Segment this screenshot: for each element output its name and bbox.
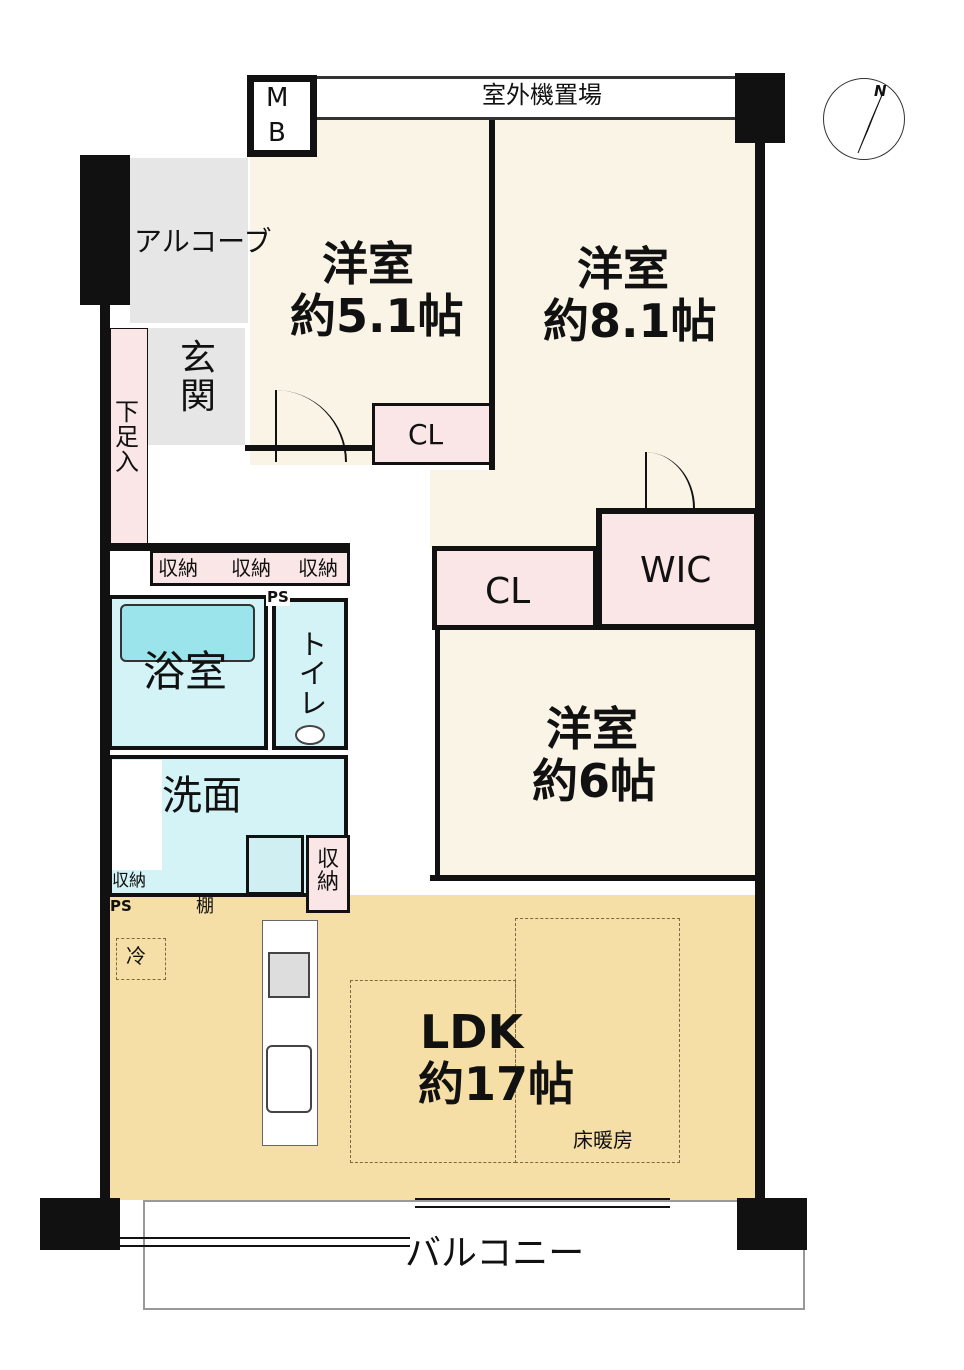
bath-label: 浴室 [143,647,228,696]
wall [100,543,350,551]
entrance [148,328,245,445]
floor-heating-area [515,918,680,1163]
closet-2 [432,546,598,630]
stove-icon [268,952,310,998]
room-2-size: 約8.1帖 [543,294,717,348]
storage-row [150,550,350,586]
wash-storage-label: 収納 [112,871,146,891]
ldk-size: 約17帖 [418,1057,575,1111]
toilet-icon [295,725,325,745]
room-1-label: 洋室 [322,237,414,291]
mb-m: M [266,83,289,113]
shelf-label: 棚 [196,896,214,917]
vanity [112,760,162,870]
outdoor-unit-area [317,76,742,120]
mb-b: B [268,118,286,148]
wall [40,1198,120,1250]
fridge-label: 冷 [126,944,146,968]
compass [823,78,905,160]
outdoor-unit-label: 室外機置場 [482,81,602,109]
wall [245,445,375,451]
entrance-label: 玄関 [179,338,216,417]
floor-heating-area [350,980,516,1163]
room-3-label: 洋室 [546,702,638,756]
storage-label: 収納 [231,556,271,580]
toilet-room [272,598,348,750]
window [120,1237,410,1247]
washer-space [246,835,304,895]
toilet-label: トイレ [298,628,327,720]
room-1-size: 約5.1帖 [290,289,464,343]
western-room-2 [495,120,757,510]
wall [737,1198,807,1250]
storage-label: 収納 [298,556,338,580]
storage-label: 収納 [158,556,198,580]
wic-label: WIC [640,550,712,591]
wall [80,155,130,305]
window [415,1198,670,1208]
hall-storage-label: 収納 [316,847,339,896]
compass-arrow-icon [857,94,883,154]
washroom-label: 洗面 [162,773,242,819]
alcove-label: アルコーブ [134,225,272,258]
alcove [130,158,248,323]
compass-north: N [874,82,887,100]
floor-heating-label: 床暖房 [573,1128,633,1152]
ps-label: PS [110,897,132,915]
balcony-label: バルコニー [405,1233,585,1274]
fridge-space [116,938,166,980]
wall [755,120,765,1200]
wall [430,875,760,881]
closet-2-label: CL [485,571,531,612]
ldk-room [110,895,760,1200]
western-room-2-ext [430,470,600,548]
wall [735,73,785,143]
wall [100,300,110,1200]
closet-1-label: CL [408,418,444,451]
ldk-label: LDK [420,1005,524,1059]
sink-icon [266,1045,312,1113]
bathtub [120,604,255,662]
western-room-3 [435,630,757,878]
room-2-label: 洋室 [577,242,669,296]
hall-storage [306,835,350,913]
wall [489,120,495,470]
meter-box [247,75,317,157]
closet-1 [372,403,492,465]
walk-in-closet [596,508,760,630]
shoe-storage-label: 下足入 [115,398,139,477]
balcony [143,1200,805,1310]
room-3-size: 約6帖 [532,754,657,808]
ps-label: PS [266,588,290,606]
